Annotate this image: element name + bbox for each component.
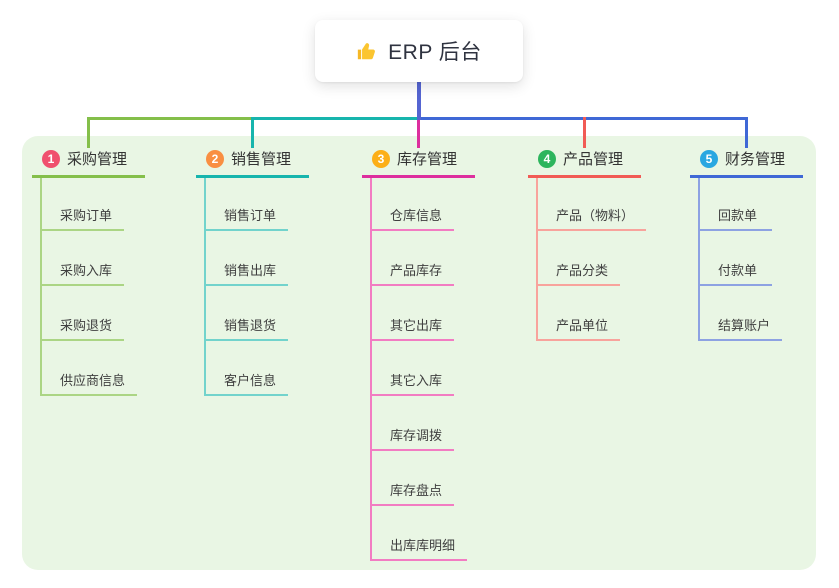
child-label: 销售退货: [224, 318, 277, 333]
child-label: 客户信息: [224, 373, 277, 388]
connector-drop-4: [583, 117, 586, 148]
child-item[interactable]: 其它入库: [372, 341, 455, 396]
branch-badge: 5: [700, 149, 718, 168]
child-item[interactable]: 销售订单: [206, 178, 289, 231]
branch-heading[interactable]: 1 采购管理: [32, 148, 145, 178]
child-item[interactable]: 产品单位: [538, 286, 621, 341]
branch-heading[interactable]: 2 销售管理: [196, 148, 309, 178]
child-label: 采购入库: [60, 263, 113, 278]
child-label: 库存盘点: [390, 483, 443, 498]
branch-label: 库存管理: [397, 151, 458, 168]
branch-children: 销售订单 销售出库 销售退货 客户信息: [204, 178, 346, 396]
bus-segment-green: [88, 117, 253, 120]
child-item[interactable]: 产品库存: [372, 231, 455, 286]
branch-column-3: 3 库存管理 仓库信息 产品库存 其它出库 其它入库 库存调拨 库存盘点 出库库…: [362, 148, 512, 561]
child-item[interactable]: 客户信息: [206, 341, 289, 396]
child-item[interactable]: 采购订单: [42, 178, 125, 231]
child-item[interactable]: 回款单: [700, 178, 772, 231]
branch-label: 销售管理: [231, 151, 292, 168]
child-item[interactable]: 结算账户: [700, 286, 783, 341]
child-label: 采购退货: [60, 318, 113, 333]
child-item[interactable]: 销售退货: [206, 286, 289, 341]
root-node[interactable]: ERP 后台: [315, 20, 523, 82]
root-connector-line: [417, 82, 421, 120]
child-item[interactable]: 付款单: [700, 231, 772, 286]
child-label: 库存调拨: [390, 428, 443, 443]
branch-badge: 3: [372, 149, 390, 168]
branch-badge: 2: [206, 149, 224, 168]
connector-drop-1: [87, 117, 90, 148]
child-label: 产品（物料）: [556, 208, 635, 223]
branch-column-5: 5 财务管理 回款单 付款单 结算账户: [690, 148, 839, 341]
root-label: ERP 后台: [388, 41, 482, 64]
child-label: 结算账户: [718, 318, 771, 333]
branches-panel: [22, 136, 816, 570]
child-item[interactable]: 其它出库: [372, 286, 455, 341]
branch-label: 财务管理: [725, 151, 786, 168]
branch-label: 产品管理: [563, 151, 624, 168]
child-label: 产品库存: [390, 263, 443, 278]
branch-heading[interactable]: 3 库存管理: [362, 148, 475, 178]
child-item[interactable]: 库存调拨: [372, 396, 455, 451]
bus-segment-teal: [252, 117, 419, 120]
child-label: 供应商信息: [60, 373, 126, 388]
child-label: 销售出库: [224, 263, 277, 278]
branch-children: 仓库信息 产品库存 其它出库 其它入库 库存调拨 库存盘点 出库库明细: [370, 178, 512, 561]
child-label: 采购订单: [60, 208, 113, 223]
child-item[interactable]: 采购入库: [42, 231, 125, 286]
branch-column-1: 1 采购管理 采购订单 采购入库 采购退货 供应商信息: [32, 148, 182, 396]
branch-children: 回款单 付款单 结算账户: [698, 178, 839, 341]
child-item[interactable]: 产品（物料）: [538, 178, 647, 231]
branch-column-2: 2 销售管理 销售订单 销售出库 销售退货 客户信息: [196, 148, 346, 396]
child-label: 仓库信息: [390, 208, 443, 223]
child-label: 产品分类: [556, 263, 609, 278]
branch-badge: 4: [538, 149, 556, 168]
child-label: 其它出库: [390, 318, 443, 333]
branch-label: 采购管理: [67, 151, 128, 168]
child-item[interactable]: 供应商信息: [42, 341, 138, 396]
child-label: 回款单: [718, 208, 758, 223]
child-item[interactable]: 采购退货: [42, 286, 125, 341]
branch-heading[interactable]: 5 财务管理: [690, 148, 803, 178]
branch-children: 采购订单 采购入库 采购退货 供应商信息: [40, 178, 182, 396]
child-item[interactable]: 库存盘点: [372, 451, 455, 506]
branch-column-4: 4 产品管理 产品（物料） 产品分类 产品单位: [528, 148, 678, 341]
child-item[interactable]: 销售出库: [206, 231, 289, 286]
thumbs-up-icon: [356, 40, 378, 62]
child-label: 其它入库: [390, 373, 443, 388]
connector-drop-2: [251, 117, 254, 148]
child-label: 销售订单: [224, 208, 277, 223]
connector-drop-3: [417, 117, 420, 148]
child-label: 产品单位: [556, 318, 609, 333]
connector-drop-5: [745, 117, 748, 148]
branch-badge: 1: [42, 149, 60, 168]
child-label: 出库库明细: [390, 538, 456, 553]
child-label: 付款单: [718, 263, 758, 278]
branch-children: 产品（物料） 产品分类 产品单位: [536, 178, 678, 341]
child-item[interactable]: 出库库明细: [372, 506, 468, 561]
branch-heading[interactable]: 4 产品管理: [528, 148, 641, 178]
child-item[interactable]: 产品分类: [538, 231, 621, 286]
child-item[interactable]: 仓库信息: [372, 178, 455, 231]
